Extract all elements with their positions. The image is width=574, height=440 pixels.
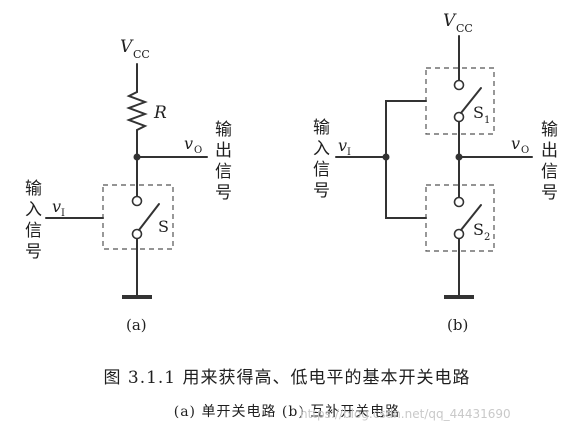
switch-contact-top-a	[131, 195, 143, 207]
s1-contact-bottom	[453, 111, 465, 123]
output-label-a-char-2: 出	[215, 141, 232, 161]
s2-label: S	[473, 220, 484, 239]
output-label-a-char-4: 号	[215, 183, 232, 203]
s1-label: S	[473, 103, 484, 122]
output-var-a: v	[184, 134, 193, 153]
vcc-label-b: V	[443, 11, 457, 31]
watermark: https://blog.csdn.net/qq_44431690	[300, 407, 511, 421]
input-var-b: v	[338, 136, 347, 155]
input-label-a-char-4: 号	[25, 242, 42, 262]
output-label-b-char-4: 号	[541, 183, 558, 203]
panel-label-b: (b)	[447, 316, 468, 334]
vcc-label-a: V	[120, 37, 134, 57]
output-var-b: v	[511, 134, 520, 153]
input-label-b-char-2: 入	[313, 139, 330, 159]
output-label-a-char-1: 输	[215, 120, 232, 140]
input-label-a-char-3: 信	[25, 221, 42, 241]
s2-sub: 2	[484, 232, 490, 243]
circuit-a: V CC R v O 输 出 信 号 S v I 输 入 信 号 (a)	[25, 37, 232, 334]
input-label-a: 输 入 信 号	[25, 179, 42, 262]
s2-blade	[460, 204, 482, 231]
panel-label-a: (a)	[126, 316, 147, 334]
output-label-b-char-3: 信	[541, 162, 558, 182]
switch-contact-bottom-a	[131, 228, 143, 240]
figure-subcaption: (a) 单开关电路 (b) 互补开关电路	[173, 404, 401, 420]
input-label-a-char-2: 入	[25, 200, 42, 220]
resistor-label: R	[153, 103, 167, 123]
wire-control-b	[385, 100, 427, 219]
figure-caption: 图 3.1.1 用来获得高、低电平的基本开关电路	[103, 368, 471, 388]
output-label-a: 输 出 信 号	[215, 120, 232, 203]
s2-contact-top	[453, 196, 465, 208]
circuit-b: V CC S 1 v O 输 出 信 号 S 2 v I 输	[313, 11, 558, 334]
input-label-b-char-3: 信	[313, 160, 330, 180]
s1-blade	[460, 87, 482, 114]
output-sub-b: O	[521, 145, 529, 156]
output-sub-a: O	[194, 145, 202, 156]
switch-blade-a	[138, 203, 160, 231]
output-label-b-char-1: 输	[541, 120, 558, 140]
input-sub-a: I	[61, 208, 65, 219]
input-var-a: v	[52, 197, 61, 216]
output-label-a-char-3: 信	[215, 162, 232, 182]
s1-contact-top	[453, 79, 465, 91]
s2-contact-bottom	[453, 228, 465, 240]
input-sub-b: I	[347, 147, 351, 158]
s1-sub: 1	[484, 115, 490, 126]
vcc-sub-a: CC	[133, 48, 150, 61]
vcc-sub-b: CC	[456, 22, 473, 35]
output-label-b: 输 出 信 号	[541, 120, 558, 203]
input-label-a-char-1: 输	[25, 179, 42, 199]
resistor-r	[126, 91, 148, 131]
output-label-b-char-2: 出	[541, 141, 558, 161]
input-label-b: 输 入 信 号	[313, 118, 330, 201]
input-label-b-char-1: 输	[313, 118, 330, 138]
input-label-b-char-4: 号	[313, 181, 330, 201]
switch-label-a: S	[158, 217, 169, 236]
